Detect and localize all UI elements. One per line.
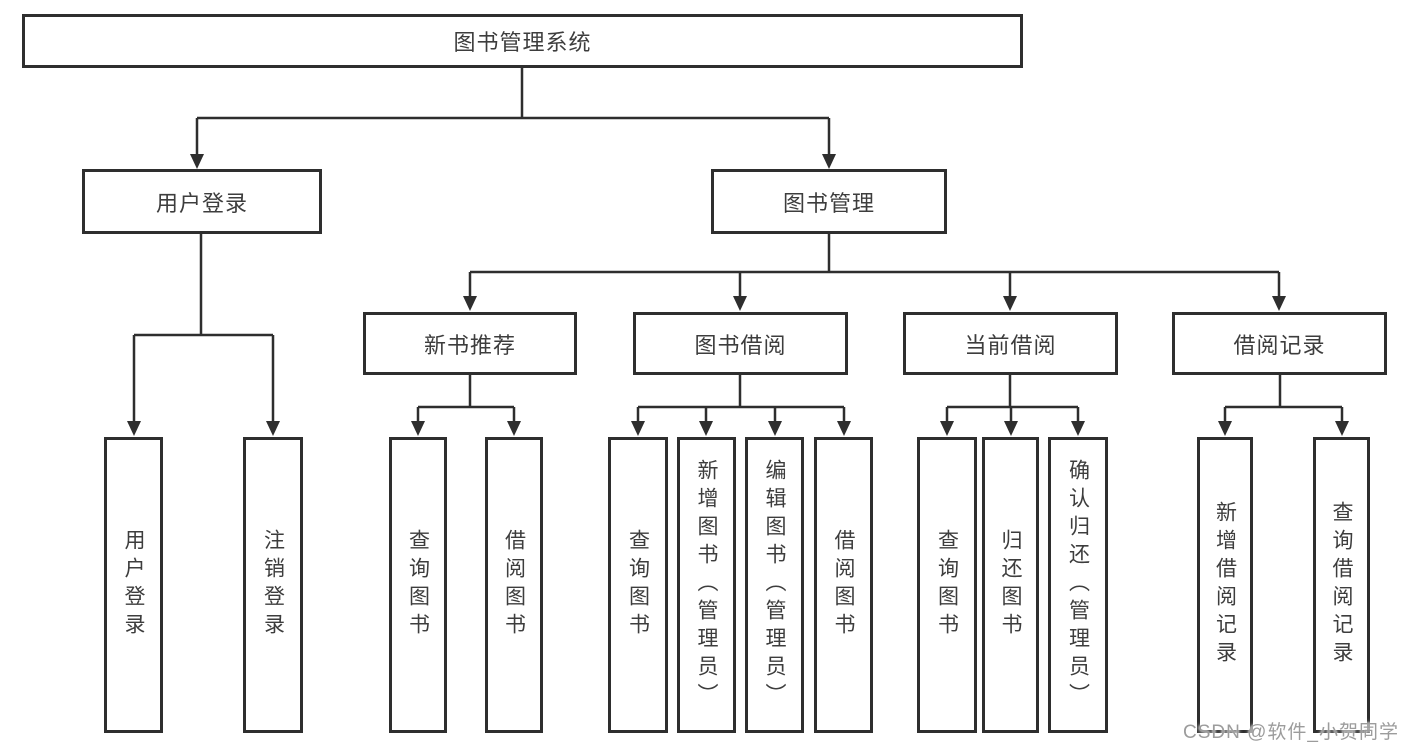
leaf-logout: 注销登录 — [243, 437, 303, 733]
leaf-borrow-add-books-admin-label: 新增图书（管理员） — [695, 459, 719, 711]
node-book-management-label: 图书管理 — [782, 190, 875, 216]
leaf-borrow-query-books: 查询图书 — [608, 437, 668, 733]
leaf-current-return-books-label: 归还图书 — [999, 529, 1023, 641]
leaf-records-add-record: 新增借阅记录 — [1197, 437, 1253, 733]
leaf-recommend-query-books: 查询图书 — [389, 437, 447, 733]
leaf-current-query-books-label: 查询图书 — [935, 529, 959, 641]
node-new-book-recommend-label: 新书推荐 — [423, 332, 516, 358]
node-book-borrow-label: 图书借阅 — [694, 332, 787, 358]
leaf-logout-label: 注销登录 — [261, 529, 285, 641]
node-book-management: 图书管理 — [711, 169, 947, 234]
node-new-book-recommend: 新书推荐 — [363, 312, 577, 375]
leaf-borrow-borrow-books: 借阅图书 — [814, 437, 873, 733]
node-root-label: 图书管理系统 — [453, 30, 592, 55]
node-book-borrow: 图书借阅 — [633, 312, 848, 375]
node-user-login: 用户登录 — [82, 169, 322, 234]
leaf-records-add-record-label: 新增借阅记录 — [1213, 501, 1237, 669]
leaf-borrow-borrow-books-label: 借阅图书 — [832, 529, 856, 641]
leaf-current-confirm-return-admin: 确认归还（管理员） — [1048, 437, 1108, 733]
node-borrow-records-label: 借阅记录 — [1233, 332, 1326, 358]
node-root: 图书管理系统 — [22, 14, 1023, 68]
leaf-current-return-books: 归还图书 — [982, 437, 1039, 733]
leaf-recommend-borrow-books: 借阅图书 — [485, 437, 543, 733]
leaf-user-login: 用户登录 — [104, 437, 163, 733]
leaf-borrow-add-books-admin: 新增图书（管理员） — [677, 437, 736, 733]
leaf-current-confirm-return-admin-label: 确认归还（管理员） — [1066, 459, 1090, 711]
leaf-borrow-query-books-label: 查询图书 — [626, 529, 650, 641]
node-current-borrow: 当前借阅 — [903, 312, 1118, 375]
node-current-borrow-label: 当前借阅 — [964, 332, 1057, 358]
leaf-records-query-record: 查询借阅记录 — [1313, 437, 1370, 733]
leaf-records-query-record-label: 查询借阅记录 — [1330, 501, 1354, 669]
leaf-recommend-query-books-label: 查询图书 — [406, 529, 430, 641]
leaf-borrow-edit-books-admin: 编辑图书（管理员） — [745, 437, 804, 733]
leaf-user-login-label: 用户登录 — [122, 529, 146, 641]
leaf-borrow-edit-books-admin-label: 编辑图书（管理员） — [763, 459, 787, 711]
node-user-login-label: 用户登录 — [155, 190, 248, 216]
node-borrow-records: 借阅记录 — [1172, 312, 1387, 375]
csdn-watermark: CSDN @软件_小贺同学 — [1183, 722, 1399, 743]
leaf-recommend-borrow-books-label: 借阅图书 — [502, 529, 526, 641]
leaf-current-query-books: 查询图书 — [917, 437, 977, 733]
arrowheads — [127, 154, 1349, 436]
